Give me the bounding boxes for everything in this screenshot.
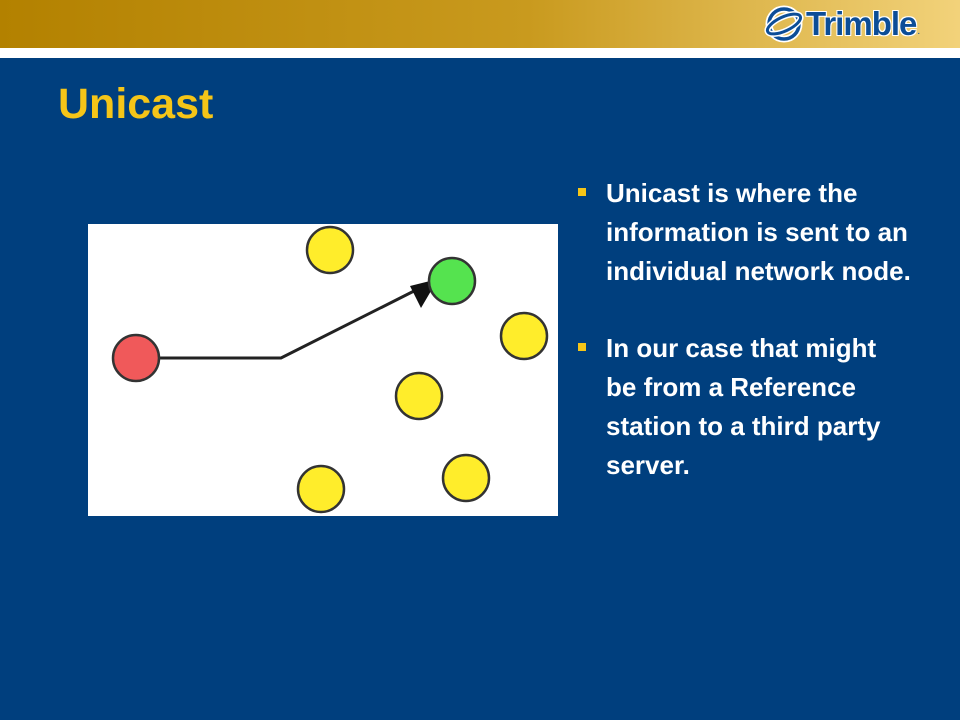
network-node — [441, 453, 491, 503]
network-node — [394, 371, 444, 421]
square-bullet-icon — [578, 188, 586, 196]
bullet-item: In our case that might be from a Referen… — [572, 329, 912, 485]
network-node — [499, 311, 549, 361]
bullet-text: Unicast is where the information is sent… — [606, 178, 911, 286]
bullet-list: Unicast is where the information is sent… — [572, 174, 912, 485]
unicast-diagram — [88, 224, 558, 516]
bullet-text: In our case that might be from a Referen… — [606, 333, 881, 480]
header-divider — [0, 48, 960, 58]
network-node — [296, 464, 346, 514]
bullet-item: Unicast is where the information is sent… — [572, 174, 912, 291]
trimble-logo: Trimble . — [764, 3, 920, 45]
logo-registered-mark: . — [917, 26, 921, 37]
source-node — [111, 333, 161, 383]
unicast-arrow-line — [160, 287, 419, 360]
square-bullet-icon — [578, 343, 586, 351]
trimble-globe-icon — [764, 5, 804, 43]
network-node — [305, 225, 355, 275]
slide-title: Unicast — [58, 80, 214, 128]
logo-wordmark: Trimble — [806, 5, 917, 42]
target-node — [427, 256, 477, 306]
